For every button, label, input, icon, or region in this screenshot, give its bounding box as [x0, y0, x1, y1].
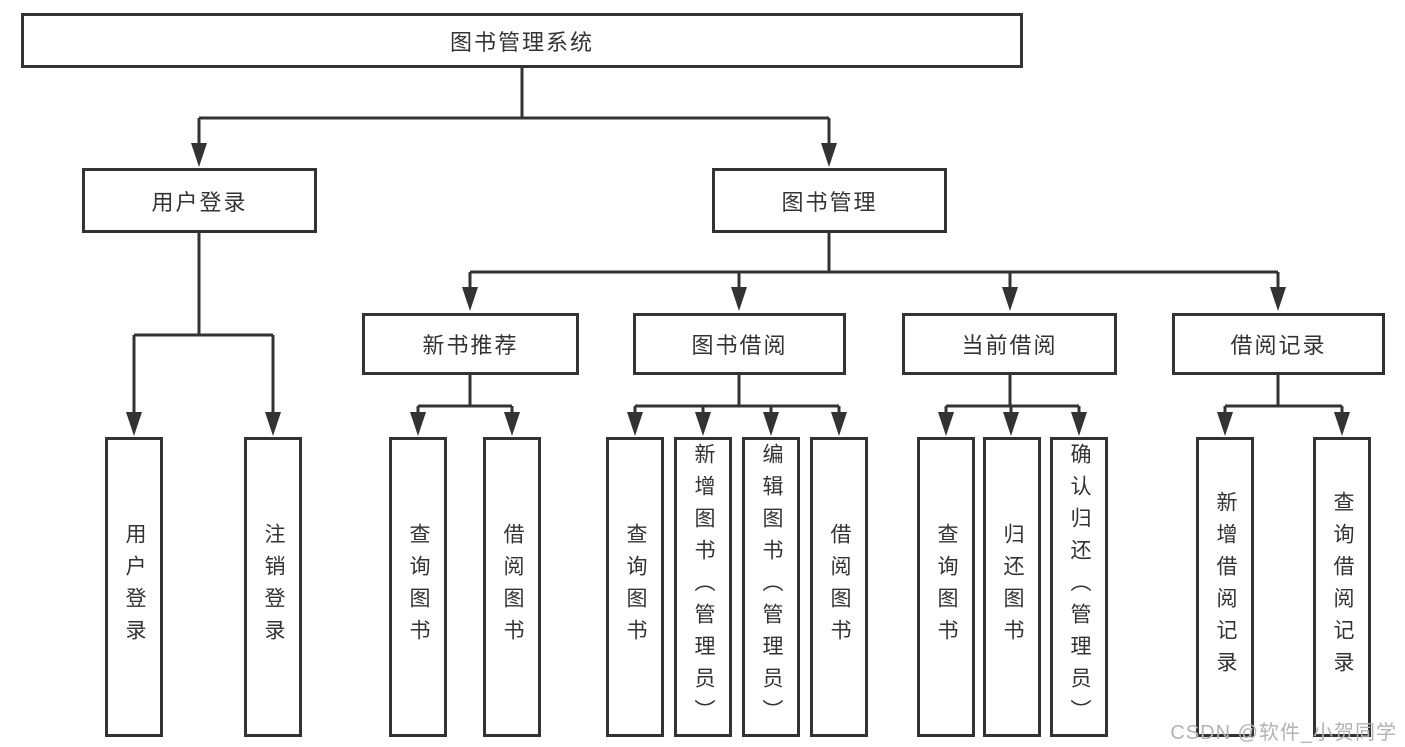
node-label: 借阅图书: [828, 523, 851, 651]
node-book-management: 图书管理: [712, 168, 947, 233]
leaf-current-confirm-return-admin: 确认归还（管理员）: [1050, 437, 1108, 737]
node-current-borrow: 当前借阅: [902, 313, 1117, 375]
node-label: 查询图书: [624, 523, 647, 651]
node-label: 图书管理: [781, 189, 878, 215]
watermark: CSDN @软件_小贺同学: [1170, 722, 1397, 744]
node-new-book-recommend: 新书推荐: [362, 313, 579, 375]
node-label: 新增图书（管理员）: [692, 443, 715, 731]
node-label: 注销登录: [262, 523, 285, 651]
node-book-borrow: 图书借阅: [633, 313, 846, 375]
node-label: 用户登录: [151, 189, 248, 215]
node-library-management-system: 图书管理系统: [21, 13, 1023, 68]
node-label: 用户登录: [123, 523, 146, 651]
leaf-user-login: 用户登录: [105, 437, 163, 737]
leaf-current-return-books: 归还图书: [983, 437, 1041, 737]
node-label: 借阅记录: [1230, 333, 1327, 358]
leaf-records-add-record: 新增借阅记录: [1196, 437, 1254, 737]
node-label: 确认归还（管理员）: [1068, 443, 1091, 731]
leaf-borrow-borrow-books: 借阅图书: [810, 437, 868, 737]
node-label: 查询图书: [407, 523, 430, 651]
node-borrow-records: 借阅记录: [1172, 313, 1385, 375]
leaf-current-query-books: 查询图书: [917, 437, 975, 737]
node-label: 图书借阅: [691, 333, 788, 358]
node-label: 查询借阅记录: [1331, 491, 1354, 683]
leaf-borrow-query-books: 查询图书: [606, 437, 664, 737]
arrowheads: [126, 143, 1350, 436]
node-label: 当前借阅: [961, 333, 1058, 358]
leaf-records-query-record: 查询借阅记录: [1313, 437, 1371, 737]
leaf-borrow-add-books-admin: 新增图书（管理员）: [674, 437, 732, 737]
leaf-newbooks-borrow-books: 借阅图书: [483, 437, 541, 737]
node-label: 归还图书: [1001, 523, 1024, 651]
node-user-login: 用户登录: [82, 168, 317, 233]
node-label: 图书管理系统: [449, 29, 594, 55]
node-label: 编辑图书（管理员）: [760, 443, 783, 731]
node-label: 新增借阅记录: [1214, 491, 1237, 683]
node-label: 借阅图书: [501, 523, 524, 651]
leaf-logout: 注销登录: [244, 437, 302, 737]
leaf-borrow-edit-books-admin: 编辑图书（管理员）: [742, 437, 800, 737]
node-label: 新书推荐: [422, 333, 519, 358]
leaf-newbooks-query-books: 查询图书: [389, 437, 447, 737]
node-label: 查询图书: [935, 523, 958, 651]
